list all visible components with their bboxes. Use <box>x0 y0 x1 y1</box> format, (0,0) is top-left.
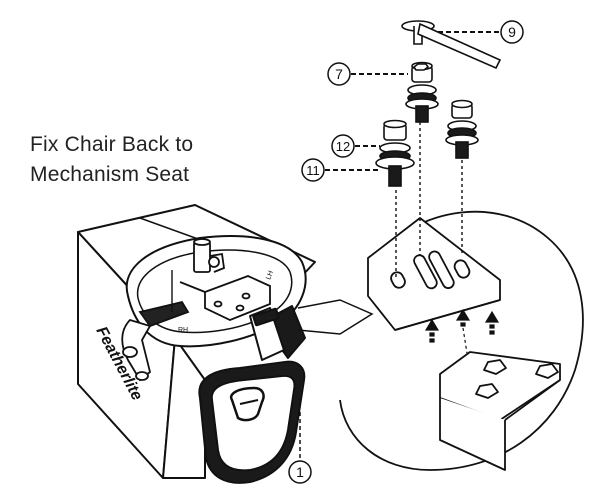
callout-7: 7 <box>327 62 408 86</box>
zoom-seat-plate <box>367 217 501 331</box>
zoom-bracket-plate <box>439 351 561 471</box>
callout-9: 9 <box>438 20 524 44</box>
bolt-right <box>445 99 479 159</box>
label-rh: RH <box>178 327 188 334</box>
callout-12: 12 <box>331 134 380 158</box>
bolt-7 <box>405 61 439 123</box>
bolt-11 <box>375 119 415 187</box>
bolt-guides <box>395 110 463 278</box>
callout-1-number: 1 <box>296 464 304 480</box>
chair-back <box>198 360 306 484</box>
gas-lift <box>193 238 225 273</box>
title-line-2: Mechanism Seat <box>30 163 190 186</box>
title-line-1: Fix Chair Back to <box>30 133 194 156</box>
label-lh: LH <box>265 270 275 281</box>
zoom-detail <box>339 110 584 471</box>
diagram-title: Fix Chair Back to Mechanism Seat <box>30 130 193 190</box>
allen-key <box>401 20 502 70</box>
callout-12-number: 12 <box>336 139 350 154</box>
callout-1: 1 <box>288 412 312 484</box>
mechanism-plate <box>179 275 271 321</box>
callout-7-number: 7 <box>335 66 343 82</box>
callout-11-number: 11 <box>306 163 320 178</box>
back-bracket <box>249 305 306 361</box>
callout-9-number: 9 <box>508 24 516 40</box>
callout-11: 11 <box>301 158 378 182</box>
left-armrest <box>121 270 190 382</box>
zoom-leader <box>297 299 374 335</box>
